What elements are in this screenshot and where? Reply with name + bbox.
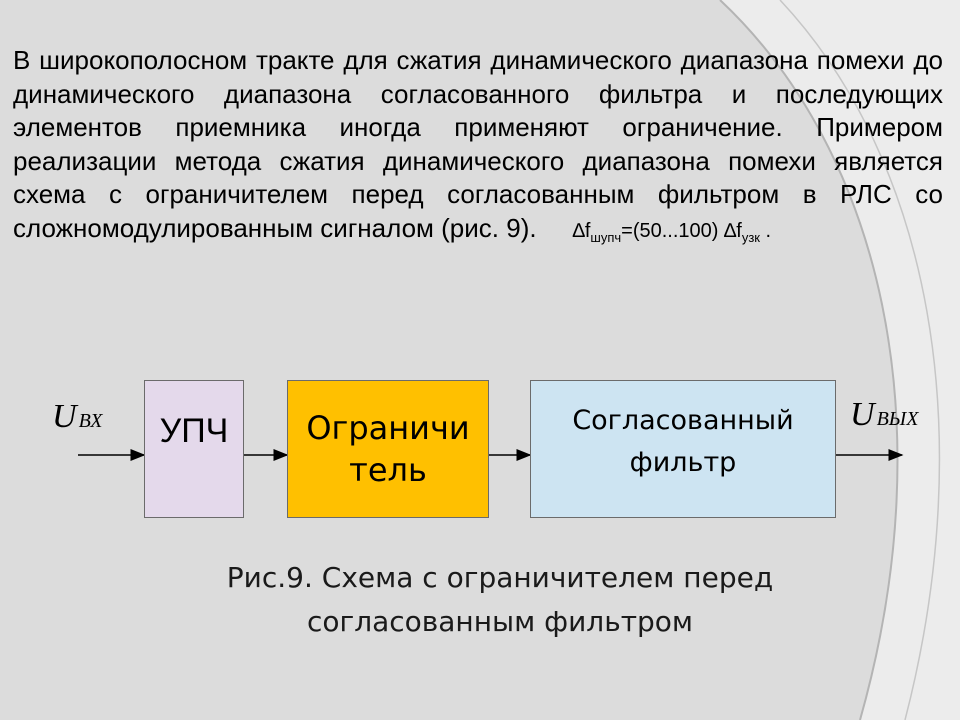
formula-f: f bbox=[736, 219, 742, 242]
block-filter-label-line1: Согласованный bbox=[572, 405, 794, 436]
block-filter-label-line2: фильтр bbox=[629, 447, 737, 478]
formula-subscript-narrow: узк bbox=[741, 229, 760, 245]
formula-ratio: =(50...100) bbox=[621, 219, 724, 242]
formula-subscript-upch: шупч bbox=[590, 229, 622, 245]
caption-line2: согласованным фильтром bbox=[306, 605, 694, 638]
decorative-arc-line bbox=[719, 0, 899, 720]
delta-symbol: ∆ bbox=[572, 219, 585, 242]
block-limiter-label-line1: Ограничи bbox=[306, 409, 470, 447]
formula-f: f bbox=[584, 219, 591, 242]
output-subscript: ВЫХ bbox=[876, 408, 919, 430]
block-limiter: Ограничи тель bbox=[287, 380, 489, 518]
caption-line1: Рис.9. Схема с ограничителем перед bbox=[226, 561, 774, 594]
block-upch: УПЧ bbox=[144, 380, 244, 518]
paragraph-text: В широкополосном тракте для сжатия динам… bbox=[13, 45, 943, 243]
input-u-symbol: U bbox=[52, 398, 77, 435]
bandwidth-formula: ∆fшупч=(50...100) ∆fузк . bbox=[572, 219, 772, 245]
decorative-arc bbox=[720, 0, 960, 720]
decorative-arc-line-2 bbox=[779, 0, 941, 720]
delta-symbol: ∆ bbox=[724, 219, 737, 242]
block-matched-filter: Согласованный фильтр bbox=[530, 380, 836, 518]
block-limiter-label-line2: тель bbox=[349, 451, 427, 489]
block-upch-label: УПЧ bbox=[159, 412, 229, 450]
input-subscript: ВХ bbox=[78, 410, 103, 432]
body-paragraph: В широкополосном тракте для сжатия динам… bbox=[13, 44, 943, 254]
formula-end: . bbox=[759, 219, 772, 242]
figure-caption: Рис.9. Схема с ограничителем перед согла… bbox=[160, 556, 840, 644]
output-u-symbol: U bbox=[850, 396, 875, 433]
